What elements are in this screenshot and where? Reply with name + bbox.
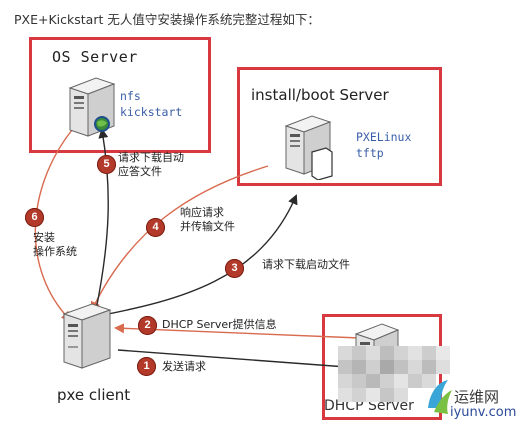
os-server-title: OS Server: [52, 48, 138, 66]
install-service-tftp: tftp: [356, 146, 384, 160]
client-title: pxe client: [57, 386, 131, 404]
os-service-nfs: nfs: [120, 89, 141, 103]
arrow-step-2: [114, 323, 361, 339]
step-label-4-line1: 响应请求: [180, 206, 224, 219]
step-badge-6: 6: [25, 208, 44, 227]
arrow-step-4: [90, 165, 269, 312]
install-server-title: install/boot Server: [251, 86, 389, 104]
step-badge-1: 1: [137, 357, 156, 376]
watermark-url: iyunv.com: [450, 405, 517, 420]
blur-mosaic: [338, 346, 450, 402]
step-badge-3: 3: [225, 259, 244, 278]
watermark-logo-icon: [428, 380, 452, 414]
step-badge-2: 2: [138, 316, 157, 335]
os-server-box: [29, 37, 211, 153]
dhcp-server-title: DHCP Server: [324, 398, 414, 414]
step-label-6-line2: 操作系统: [33, 245, 77, 258]
step-badge-4: 4: [146, 218, 165, 237]
arrow-step-3: [97, 194, 298, 317]
step-label-6-line1: 安装: [33, 231, 55, 244]
client-icon: [62, 303, 112, 369]
os-service-kickstart: kickstart: [120, 105, 183, 119]
arrow-step-1: [117, 349, 362, 373]
arrow-step-5: [95, 128, 109, 311]
step-label-3: 请求下载启动文件: [262, 258, 350, 271]
step-label-5-line1: 请求下载自动: [118, 151, 184, 164]
install-service-pxelinux: PXELinux: [356, 130, 412, 144]
step-label-1: 发送请求: [162, 360, 206, 373]
arrow-step-6: [34, 129, 73, 322]
step-label-2: DHCP Server提供信息: [162, 318, 277, 331]
diagram-caption: PXE+Kickstart 无人值守安装操作系统完整过程如下：: [14, 12, 320, 27]
step-badge-5: 5: [97, 155, 116, 174]
watermark-brand: 运维网: [454, 388, 500, 406]
os-server-icon: [68, 77, 116, 137]
install-server-box: [237, 67, 442, 186]
install-server-icon: [284, 115, 333, 180]
step-label-4-line2: 并传输文件: [180, 220, 235, 233]
step-label-5-line2: 应答文件: [118, 165, 162, 178]
